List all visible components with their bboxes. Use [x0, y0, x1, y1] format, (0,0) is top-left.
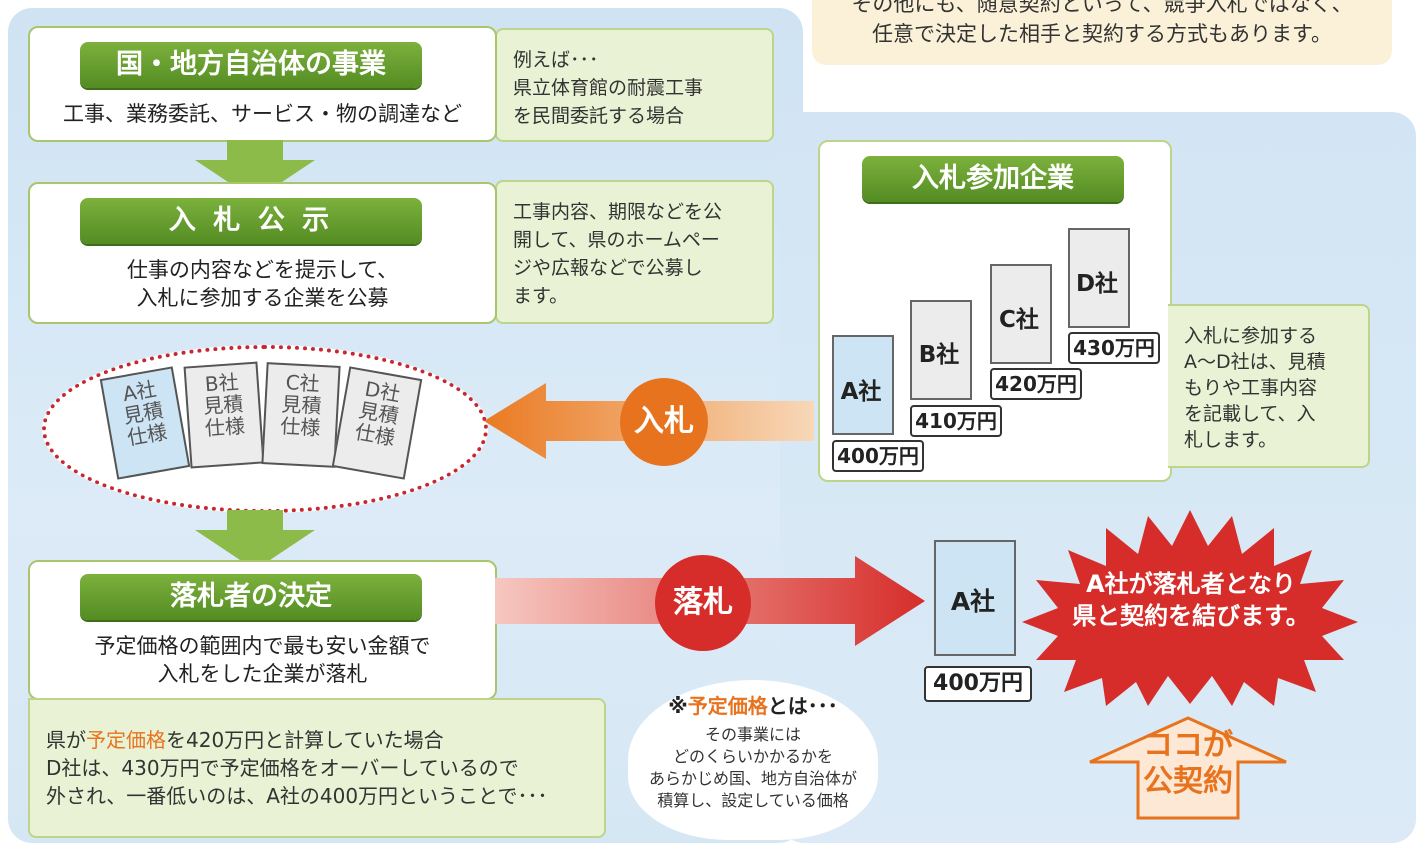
step1-title: 国・地方自治体の事業 — [80, 42, 422, 88]
participants-title: 入札参加企業 — [862, 156, 1124, 202]
definition-body: その事業には どのくらいかかるかを あらかじめ国、地方自治体が 積算し、設定して… — [628, 724, 878, 812]
step2-title: 入 札 公 示 — [80, 198, 422, 244]
definition-line3: あらかじめ国、地方自治体が — [648, 769, 857, 788]
note-line2: 任意で決定した相手と契約する方式もあります。 — [872, 22, 1332, 46]
step2-box: 入 札 公 示 仕事の内容などを提示して、 入札に参加する企業を公募 — [28, 182, 497, 324]
koko-line2: 公契約 — [1143, 764, 1233, 799]
company-b-price: 410万円 — [910, 405, 1002, 437]
step2-desc-line2: 開して、県のホームペー — [513, 229, 720, 251]
definition-bubble — [628, 680, 878, 840]
step2-desc: 工事内容、期限などを公 開して、県のホームペー ジや広報などで公募し ます。 — [495, 180, 774, 324]
step2-text-line2: 入札に参加する企業を公募 — [136, 286, 389, 310]
step1-desc-line1: 例えば･･･ — [513, 49, 599, 71]
participants-desc: 入札に参加する A～D社は、見積 もりや工事内容 を記載して、入 札します。 — [1168, 304, 1370, 468]
step3-box: 落札者の決定 予定価格の範囲内で最も安い金額で 入札をした企業が落札 — [28, 560, 497, 700]
participants-desc-line1: 入札に参加する — [1184, 325, 1318, 347]
burst-line1: A社が落札者となり — [1086, 570, 1296, 598]
company-a-box — [832, 335, 894, 435]
step1-box: 国・地方自治体の事業 工事、業務委託、サービス・物の調達など — [28, 26, 497, 142]
bid-card-c-line3: 仕様 — [279, 413, 321, 441]
winner-box — [934, 540, 1016, 656]
down-arrow-1-stem — [227, 140, 283, 162]
definition-line4: 積算し、設定している価格 — [657, 791, 849, 810]
participants-desc-line5: 札します。 — [1184, 429, 1278, 451]
step2-desc-line1: 工事内容、期限などを公 — [513, 201, 723, 223]
step2-desc-line3: ジや広報などで公募し — [513, 257, 703, 279]
burst-line2: 県と契約を結びます。 — [1072, 602, 1310, 630]
note-line1: その他にも、随意契約といって、競争入札ではなく、 — [851, 0, 1353, 16]
down-arrow-2-stem — [227, 510, 283, 532]
step3-title: 落札者の決定 — [80, 574, 422, 620]
bid-card-b-line3: 仕様 — [204, 413, 246, 441]
bid-card-b: B社 見積 仕様 — [183, 361, 265, 469]
step1-text: 工事、業務委託、サービス・物の調達など — [63, 102, 462, 126]
company-c-box — [990, 264, 1052, 364]
company-c-label: C社 — [999, 307, 1039, 333]
definition-title-em: 予定価格 — [687, 694, 768, 718]
koko-text: ココが 公契約 — [1118, 728, 1258, 800]
award-label: 落札 — [655, 555, 751, 651]
bid-label: 入札 — [620, 378, 708, 466]
definition-title-pre: ※ — [668, 694, 688, 718]
step3-desc-line2: D社は、430万円で予定価格をオーバーしているので — [46, 756, 519, 780]
step3-desc-line1-post: を420万円と計算していた場合 — [166, 728, 444, 752]
participants-desc-line4: を記載して、入 — [1184, 403, 1316, 425]
company-b-label: B社 — [918, 342, 960, 368]
participants-desc-line2: A～D社は、見積 — [1184, 351, 1326, 373]
burst-text: A社が落札者となり 県と契約を結びます。 — [1046, 568, 1336, 632]
step3-desc: 県が予定価格を420万円と計算していた場合 D社は、430万円で予定価格をオーバ… — [28, 698, 606, 838]
step2-text-line1: 仕事の内容などを提示して、 — [126, 258, 399, 282]
step2-desc-line4: ます。 — [513, 285, 569, 307]
company-c-price: 420万円 — [990, 368, 1082, 400]
definition-title: ※予定価格とは･･･ — [628, 690, 878, 719]
note-box: その他にも、随意契約といって、競争入札ではなく、 任意で決定した相手と契約する方… — [812, 0, 1392, 65]
step3-desc-line3: 外され、一番低いのは、A社の400万円ということで･･･ — [46, 784, 548, 808]
definition-line2: どのくらいかかるかを — [672, 747, 833, 766]
step3-desc-line1-em: 予定価格 — [86, 728, 166, 752]
winner-price: 400万円 — [924, 666, 1032, 702]
company-d-box — [1068, 228, 1130, 328]
step3-desc-line1-pre: 県が — [46, 728, 86, 752]
step3-desc-line1: 県が予定価格を420万円と計算していた場合 — [46, 728, 444, 753]
step1-desc-line3: を民間委託する場合 — [513, 105, 685, 127]
company-b-box — [910, 300, 972, 400]
burst-icon — [1022, 510, 1358, 706]
company-a-label: A社 — [840, 379, 882, 405]
step3-text-line2: 入札をした企業が落札 — [157, 662, 368, 686]
step1-desc: 例えば･･･ 県立体育館の耐震工事 を民間委託する場合 — [495, 28, 774, 142]
winner-label: A社 — [950, 587, 996, 616]
definition-line1: その事業には — [704, 725, 801, 744]
company-d-label: D社 — [1075, 271, 1119, 297]
definition-title-post: とは･･･ — [767, 694, 838, 718]
company-d-price: 430万円 — [1068, 332, 1160, 364]
step3-text-line1: 予定価格の範囲内で最も安い金額で — [94, 634, 431, 658]
participants-desc-line3: もりや工事内容 — [1184, 377, 1318, 399]
up-arrow-icon — [1089, 716, 1287, 820]
step1-desc-line2: 県立体育館の耐震工事 — [513, 77, 704, 99]
company-a-price: 400万円 — [832, 440, 924, 472]
bid-card-c: C社 見積 仕様 — [261, 362, 341, 468]
koko-line1: ココが — [1143, 728, 1233, 763]
